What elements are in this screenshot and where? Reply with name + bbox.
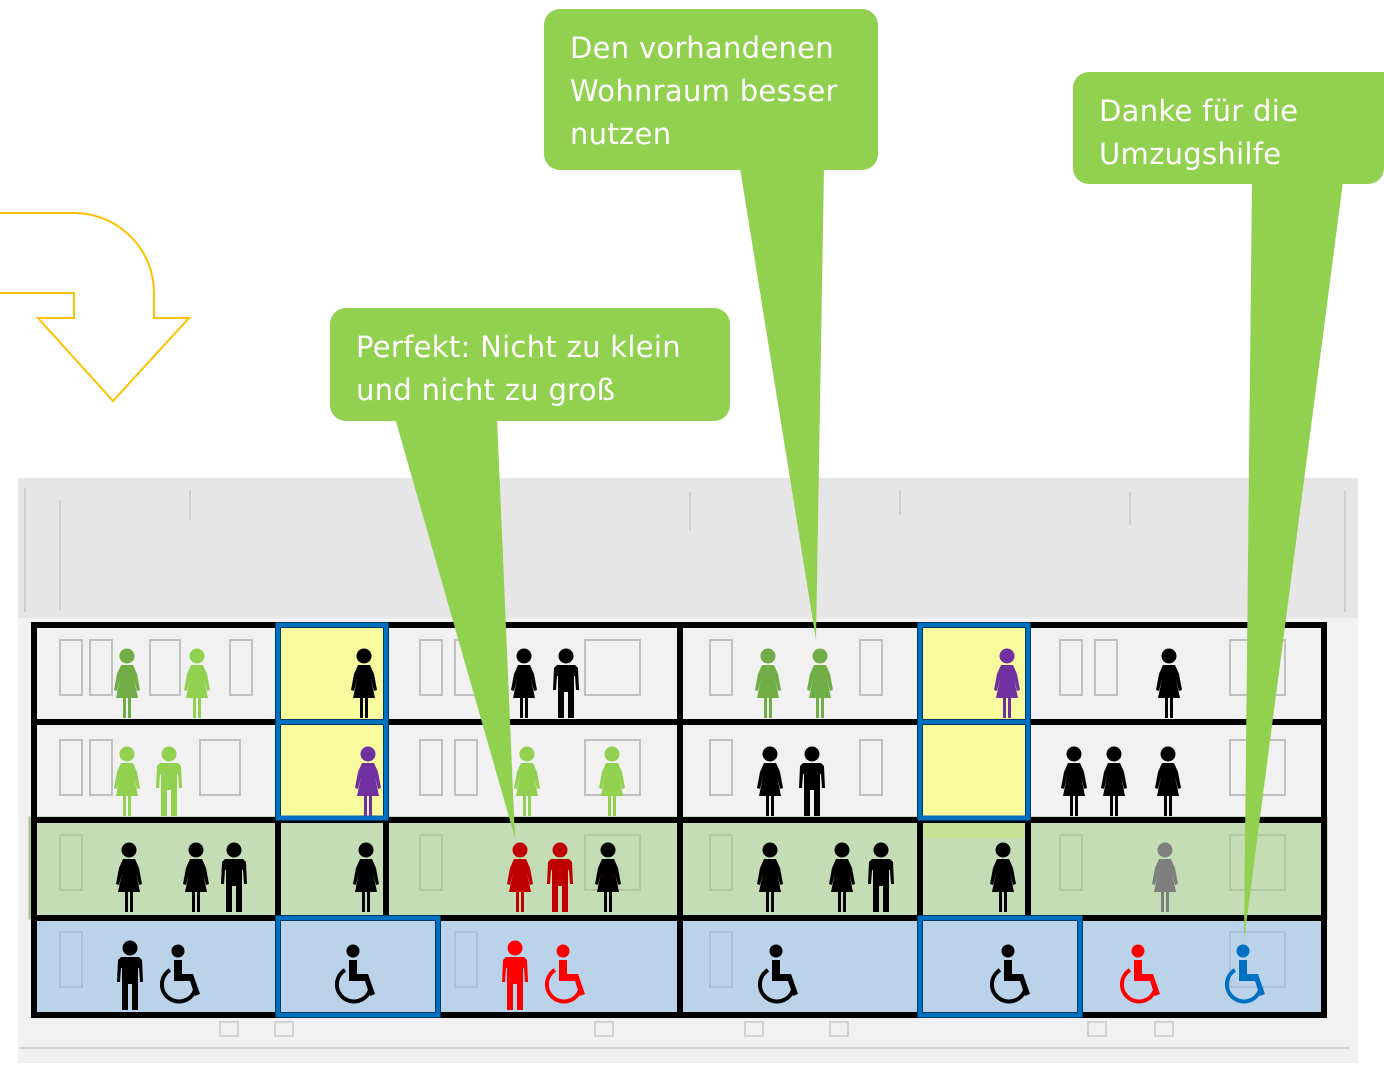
callout-use-living-space-better: Den vorhandenen Wohnraum besser nutzen	[544, 9, 878, 170]
callout-thanks-moving-help: Danke für die Umzugshilfe	[1073, 72, 1384, 184]
callout-line: Umzugshilfe	[1099, 137, 1282, 171]
curved-down-arrow-icon	[0, 212, 192, 403]
callout-line: und nicht zu groß	[356, 373, 616, 407]
callout-line: Wohnraum besser	[570, 74, 838, 108]
callout-perfect-size: Perfekt: Nicht zu klein und nicht zu gro…	[330, 308, 730, 421]
callout-line: Den vorhandenen	[570, 31, 834, 65]
apartment-frames-blue	[275, 622, 1083, 1018]
callout-pointers	[395, 168, 1343, 940]
callout-line: nutzen	[570, 117, 672, 151]
callout-line: Perfekt: Nicht zu klein	[356, 330, 681, 364]
callout-line: Danke für die	[1099, 94, 1299, 128]
